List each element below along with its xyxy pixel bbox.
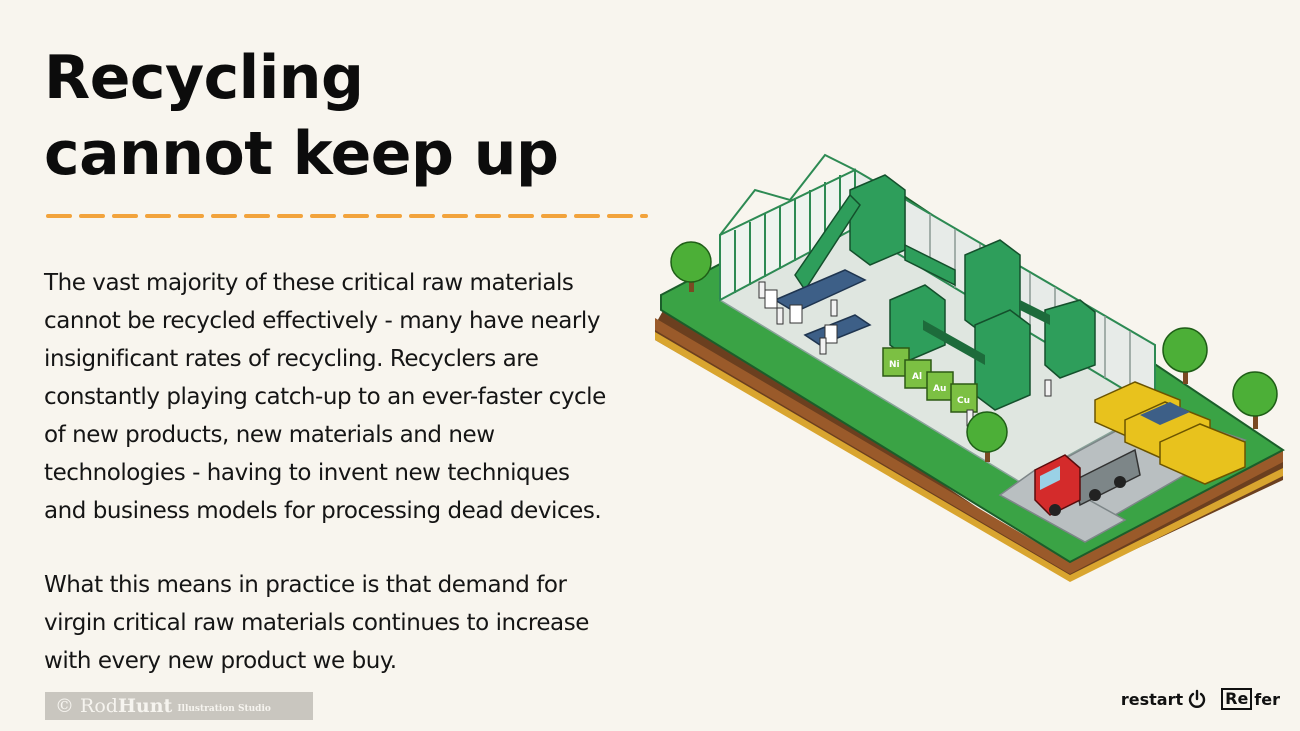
refer-text: fer bbox=[1254, 689, 1280, 709]
bin-label: Cu bbox=[957, 396, 970, 406]
metal-bins: Ni Al Au Cu bbox=[882, 347, 978, 413]
copyright-symbol: © bbox=[55, 695, 74, 717]
body-line: and business models for processing dead … bbox=[44, 498, 602, 524]
body-line: with every new product we buy. bbox=[44, 648, 397, 674]
credit-first-name: Rod bbox=[80, 695, 118, 717]
restart-logo: restart bbox=[1121, 689, 1207, 709]
partner-logos: restart Re fer bbox=[1121, 688, 1280, 710]
body-line: virgin critical raw materials continues … bbox=[44, 610, 589, 636]
title-line-2: cannot keep up bbox=[44, 119, 559, 189]
body-line: insignificant rates of recycling. Recycl… bbox=[44, 346, 539, 372]
body-line: technologies - having to invent new tech… bbox=[44, 460, 570, 486]
bin-label: Al bbox=[912, 372, 922, 382]
restart-wordmark: restart bbox=[1120, 689, 1184, 709]
workers bbox=[758, 281, 1052, 427]
sorting-machinery bbox=[794, 174, 1096, 411]
title-line-1: Recycling bbox=[44, 43, 364, 113]
skip-containers bbox=[1094, 381, 1246, 485]
refer-logo: Re fer bbox=[1221, 688, 1280, 710]
truck bbox=[1034, 448, 1141, 516]
body-line: of new products, new materials and new bbox=[44, 422, 495, 448]
page-title: Recycling cannot keep up bbox=[44, 40, 559, 192]
trees bbox=[670, 241, 1278, 462]
bin-label: Ni bbox=[889, 360, 900, 370]
body-line: The vast majority of these critical raw … bbox=[44, 270, 574, 296]
bin-label: Au bbox=[933, 384, 946, 394]
body-line: cannot be recycled effectively - many ha… bbox=[44, 308, 601, 334]
refer-boxed-text: Re bbox=[1221, 688, 1253, 710]
body-paragraph-1: The vast majority of these critical raw … bbox=[44, 264, 664, 530]
dashed-divider bbox=[46, 214, 648, 218]
credit-studio: Illustration Studio bbox=[177, 704, 271, 714]
recycling-facility-illustration: Ni Al Au Cu bbox=[655, 153, 1285, 582]
power-icon bbox=[1188, 689, 1206, 708]
body-paragraph-2: What this means in practice is that dema… bbox=[44, 566, 664, 680]
illustrator-credit: © RodHunt Illustration Studio bbox=[45, 692, 313, 720]
body-line: constantly playing catch-up to an ever-f… bbox=[44, 384, 606, 410]
body-line: What this means in practice is that dema… bbox=[44, 572, 567, 598]
credit-last-name: Hunt bbox=[117, 695, 173, 717]
